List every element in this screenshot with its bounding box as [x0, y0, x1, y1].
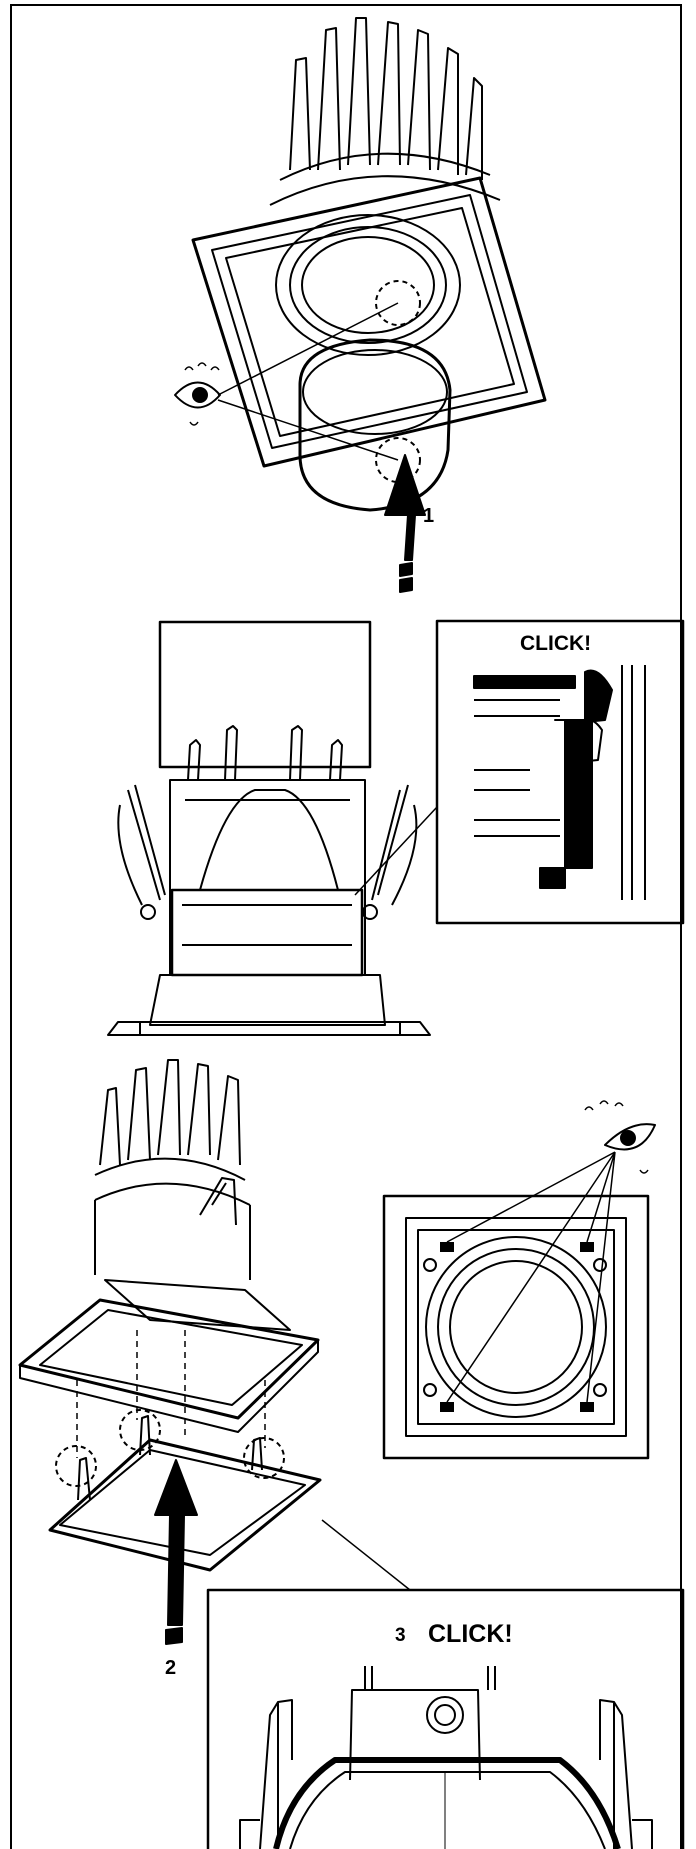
page-frame: [10, 4, 682, 1849]
top-view: [382, 1100, 656, 1460]
step-3-number: 3: [395, 1625, 406, 1646]
upward-arrow-icon: [154, 1459, 198, 1645]
eye-icon: [584, 1100, 656, 1174]
step-3-click-label: CLICK!: [428, 1620, 513, 1648]
detail-click-label: CLICK!: [520, 632, 592, 655]
step-1-number: 1: [423, 505, 435, 527]
step1-assembly: [174, 17, 547, 593]
step-2-number: 2: [165, 1657, 177, 1679]
step2-assembly: [18, 1059, 411, 1645]
heatsink-fins: [269, 17, 501, 206]
trim-frame: [191, 176, 547, 468]
upward-arrow-icon: [384, 454, 426, 593]
click-section-inset: [206, 1588, 685, 1849]
side-view-assembly: [107, 620, 438, 1036]
eye-icon: [174, 362, 221, 426]
click-detail-inset: [435, 619, 685, 925]
